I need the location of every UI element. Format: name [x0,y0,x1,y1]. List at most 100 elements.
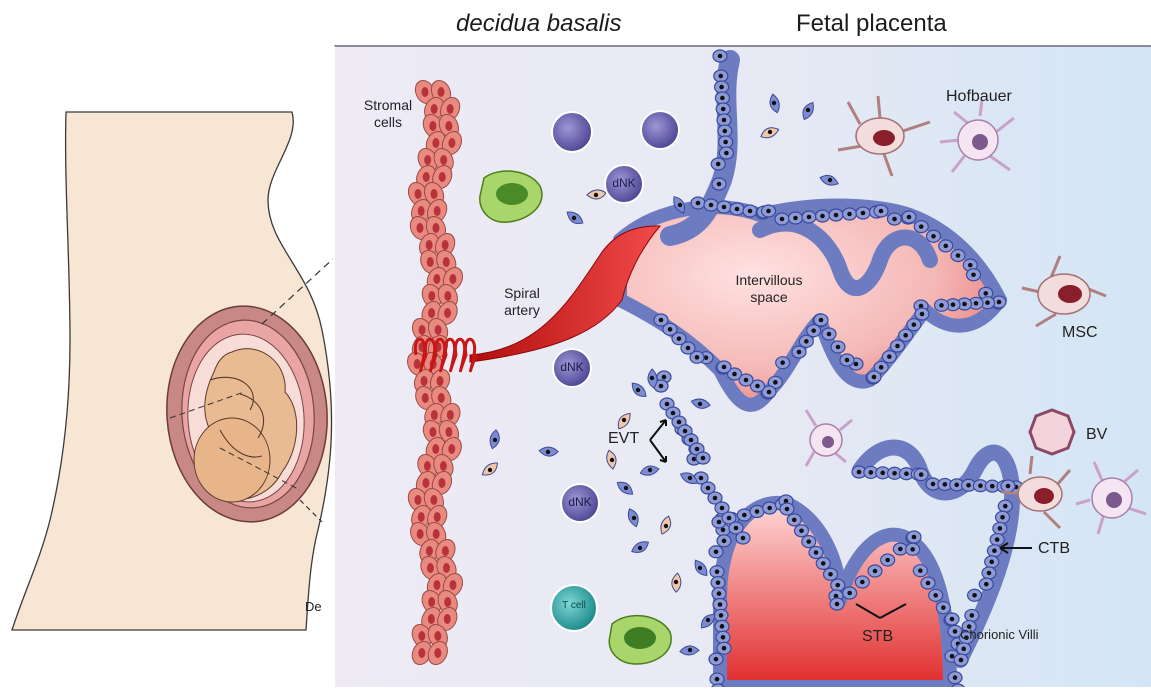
trophoblast-cell [714,70,728,82]
trophoblast-cell [951,250,965,262]
trophoblast-cell [713,50,727,62]
trophoblast-cell [824,568,838,580]
trophoblast-cell [709,653,723,665]
trophoblast-cell [714,609,728,621]
trophoblast-cell [914,469,928,481]
trophoblast-cell [993,522,1007,534]
trophoblast-cell [935,299,949,311]
trophoblast-cell [907,319,921,331]
trophoblast-cell [990,534,1004,546]
trophoblast-cell [939,240,953,252]
trophoblast-cell [957,643,971,655]
trophoblast-cell [802,536,816,548]
trophoblast-cell [915,308,929,320]
trophoblast-cell [882,351,896,363]
trophoblast-cell [881,554,895,566]
trophoblast-cell [921,577,935,589]
trophoblast-cell [654,314,668,326]
dnk-cell [641,111,679,149]
trophoblast-cell [899,329,913,341]
trophoblast-cell [717,535,731,547]
trophoblast-cell [829,209,843,221]
fetal-placenta-header: Fetal placenta [796,10,947,38]
trophoblast-cell [948,672,962,684]
trophoblast-cell [843,208,857,220]
trophoblast-cell [717,642,731,654]
trophoblast-cell [787,514,801,526]
trophoblast-cell [717,114,731,126]
trophoblast-cell [891,340,905,352]
trophoblast-cell [711,158,725,170]
trophoblast-cell [709,546,723,558]
trophoblast-cell [715,81,729,93]
msc-label: MSC [1062,324,1098,341]
trophoblast-cell [711,577,725,589]
trophoblast-cell [809,547,823,559]
pregnancy-silhouette [12,112,334,630]
trophoblast-cell [929,589,943,601]
trophoblast-cell [968,589,982,601]
dnk-label: dNK [560,495,600,509]
trophoblast-cell [730,203,744,215]
dnk-label: dNK [604,176,644,190]
trophoblast-cell [902,211,916,223]
trophoblast-cell [982,567,996,579]
trophoblast-cell [906,543,920,555]
trophoblast-cell [996,511,1010,523]
trophoblast-cell [985,556,999,568]
hofbauer-label: Hofbauer [946,88,1012,105]
trophoblast-cell [715,620,729,632]
trophoblast-cell [712,588,726,600]
trophoblast-cell [807,325,821,337]
trophoblast-cell [716,103,730,115]
trophoblast-cell [775,213,789,225]
stb-label: STB [862,628,893,645]
macrophage-cell [609,616,671,664]
evt-label: EVT [608,430,639,447]
ctb-label: CTB [1038,540,1070,557]
chorionic-villi-label: Chorionic Villi [960,626,1039,643]
trophoblast-cell [831,341,845,353]
trophoblast-cell [737,509,751,521]
trophoblast-cell [831,579,845,591]
trophoblast-cell [914,221,928,233]
trophoblast-cell [998,500,1012,512]
trophoblast-cell [840,354,854,366]
trophoblast-cell [762,205,776,217]
trophoblast-cell [816,557,830,569]
trophoblast-cell [913,565,927,577]
trophoblast-cell [987,545,1001,557]
stromal-cells-label: Stromal cells [362,97,414,131]
trophoblast-cell [792,346,806,358]
trophoblast-cell [799,335,813,347]
dnk-label: dNK [552,360,592,374]
spiral-artery-label: Spiral artery [496,285,548,319]
trophoblast-cell [1001,480,1015,492]
trophoblast-cell [965,609,979,621]
trophoblast-cell [712,178,726,190]
intervillous-space-label: Intervillous space [724,272,814,306]
trophoblast-cell [830,598,844,610]
trophoblast-cell [718,125,732,137]
trophoblast-cell [719,136,733,148]
trophoblast-cell [736,532,750,544]
trophoblast-cell [789,212,803,224]
trophoblast-cell [716,631,730,643]
trophoblast-cell [696,452,710,464]
trophoblast-cell [822,328,836,340]
trophoblast-cell [704,199,718,211]
decidua-basalis-header: decidua basalis [456,10,621,38]
trophoblast-cell [814,314,828,326]
trophoblast-cell [979,578,993,590]
trophoblast-cell [717,201,731,213]
t-cell-label: T cell [554,600,594,611]
bv-label: BV [1086,426,1107,443]
trophoblast-cell [710,566,724,578]
trophoblast-cell [874,205,888,217]
trophoblast-cell [907,531,921,543]
trophoblast-cell [691,197,705,209]
trophoblast-cell [743,205,757,217]
trophoblast-cell [763,502,777,514]
trophoblast-cell [717,361,731,373]
